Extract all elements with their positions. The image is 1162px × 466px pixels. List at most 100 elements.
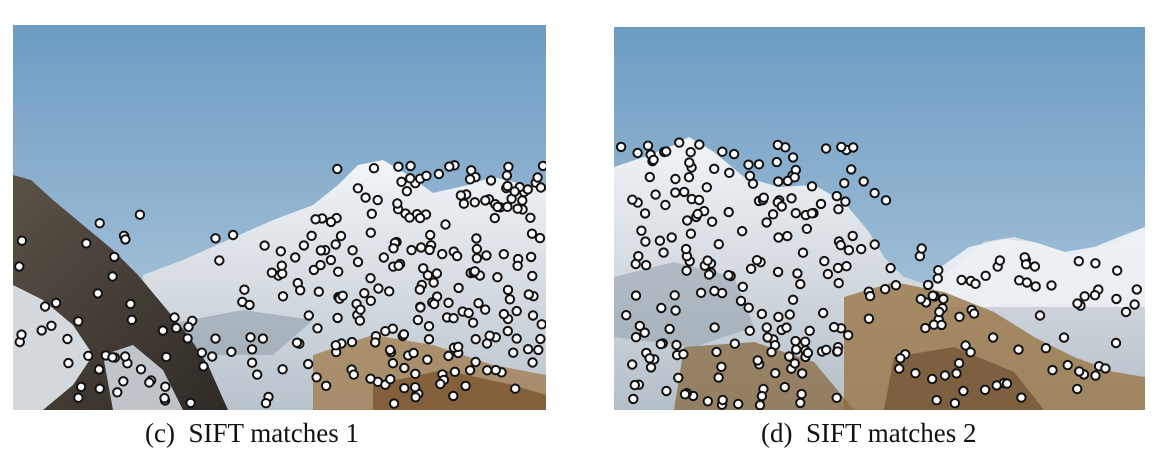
keypoint-marker [627,194,638,205]
keypoint-marker [795,397,806,409]
keypoint-marker [869,187,880,199]
keypoint-marker [915,293,926,305]
keypoint-marker [848,142,859,153]
keypoint-marker [932,273,943,284]
keypoint-marker [449,366,461,377]
keypoint-marker [470,334,481,345]
keypoint-marker [63,357,74,369]
keypoint-marker [936,319,947,331]
keypoint-marker [471,243,483,255]
keypoint-marker [252,369,263,380]
keypoint-marker [360,192,371,203]
keypoint-marker [797,247,809,258]
keypoint-marker [433,168,445,180]
keypoint-marker [502,201,513,213]
keypoint-marker [658,247,669,258]
keypoint-marker [831,392,842,403]
keypoint-marker [737,281,749,292]
keypoint-marker [227,229,239,241]
keypoint-marker [399,362,410,374]
keypoint-marker [711,346,722,358]
keypoint-marker [126,314,138,325]
keypoint-marker [1079,291,1090,302]
keypoint-marker [198,361,209,372]
keypoint-marker [736,226,748,237]
keypoint-marker [831,190,843,202]
keypoint-marker [953,358,965,369]
keypoint-marker [207,351,218,362]
keypoint-marker [310,214,321,225]
keypoint-marker [702,396,714,407]
keypoint-marker [134,209,146,220]
keypoint-marker [469,266,480,277]
keypoint-marker [910,368,921,379]
keypoint-marker [843,330,854,341]
keypoint-marker [337,290,348,301]
caption-d-label: (d) [761,418,793,448]
keypoint-marker [958,385,969,397]
keypoint-marker [987,332,999,343]
keypoint-marker [83,350,94,361]
keypoint-marker [470,356,481,368]
keypoint-marker [980,270,991,282]
keypoint-marker [160,381,171,392]
keypoint-marker [480,304,491,315]
keypoint-marker [956,274,967,286]
keypoint-marker [492,201,503,213]
keypoint-marker [484,330,495,341]
keypoint-marker [354,315,366,326]
mountain-photo-d [614,27,1145,410]
keypoint-marker [73,392,84,403]
keypoint-marker [511,305,522,317]
keypoint-marker [627,359,638,370]
keypoint-marker [517,195,528,206]
keypoint-marker [965,347,976,358]
keypoint-marker [320,380,332,391]
keypoint-marker [372,194,383,206]
keypoint-marker [654,235,666,246]
keypoint-marker [744,325,756,336]
keypoint-marker [527,310,539,321]
keypoint-marker [210,233,221,244]
keypoint-marker [644,353,655,364]
keypoint-marker [94,383,105,394]
keypoint-marker [81,238,92,249]
keypoint-marker [423,321,435,332]
keypoint-marker [384,344,396,356]
keypoint-marker [245,332,256,343]
keypoint-marker [388,243,399,254]
keypoint-marker [833,204,844,215]
keypoint-marker [464,365,476,376]
keypoint-marker [144,377,155,388]
keypoint-marker [703,269,715,280]
caption-c-label: (c) [145,418,175,448]
keypoint-marker [275,246,286,257]
keypoint-marker [46,320,57,331]
keypoint-marker [295,285,306,296]
keypoint-marker [404,212,415,223]
keypoint-marker [1090,370,1101,381]
keypoint-marker [753,159,765,170]
keypoint-marker [1020,259,1032,270]
keypoint-marker [1047,364,1058,376]
caption-c-text: SIFT matches 1 [188,418,359,448]
keypoint-marker [636,225,647,236]
keypoint-marker [527,270,538,282]
keypoint-marker [435,378,446,390]
keypoint-marker [1058,332,1070,343]
keypoint-marker [410,392,421,403]
keypoint-marker [773,311,784,323]
keypoint-marker [73,316,84,327]
keypoint-marker [412,314,424,326]
keypoint-marker [951,368,962,379]
keypoint-marker [39,301,51,312]
keypoint-marker [621,310,632,321]
keypoint-marker [490,364,501,376]
keypoint-marker [489,212,500,224]
keypoint-marker [424,244,435,256]
keypoint-marker [485,175,497,186]
keypoint-marker [863,313,875,324]
keypoint-marker [733,398,744,410]
keypoint-marker [717,146,728,157]
keypoint-marker [709,322,720,333]
